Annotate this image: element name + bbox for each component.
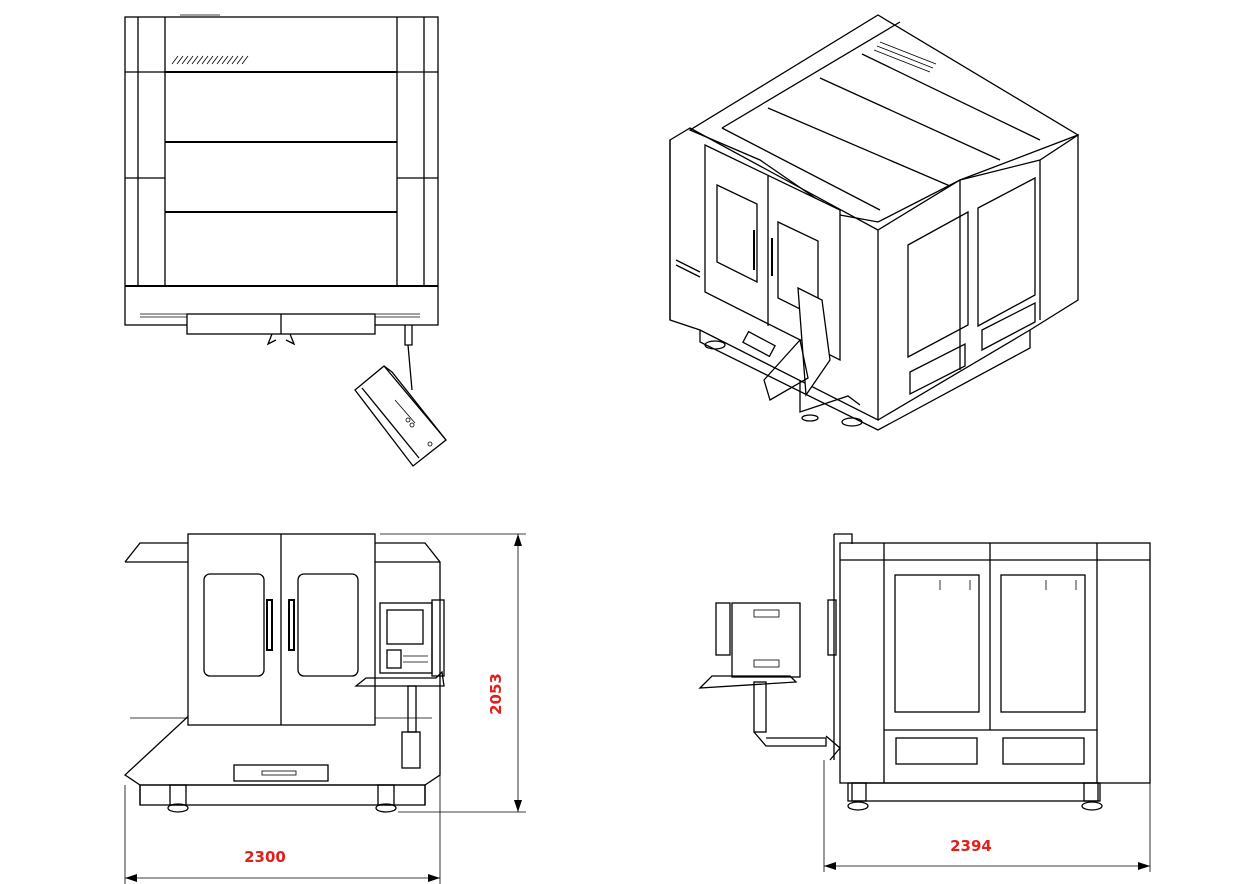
control-panel-top	[354, 365, 447, 467]
vent-slots-iso	[873, 41, 937, 73]
front-view	[123, 533, 445, 813]
isometric-view	[669, 14, 1080, 431]
dimension-lines	[124, 533, 1151, 884]
vent-slots	[171, 55, 249, 65]
dimension-width-label: 2300	[244, 848, 286, 866]
top-view	[124, 14, 447, 467]
side-view	[698, 533, 1151, 811]
dimension-depth-label: 2394	[950, 837, 992, 855]
dimension-height-label: 2053	[487, 673, 505, 715]
